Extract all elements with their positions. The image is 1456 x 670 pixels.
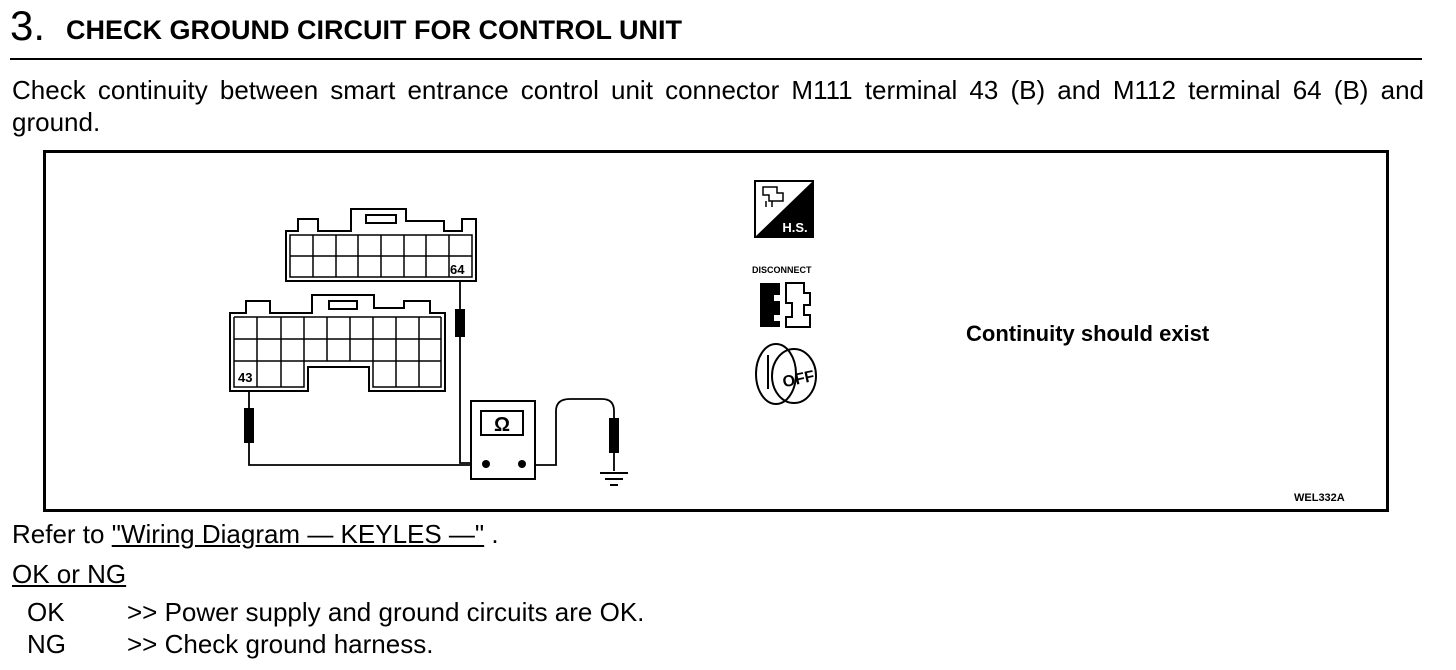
reference-line: Refer to "Wiring Diagram — KEYLES —" . bbox=[12, 518, 499, 550]
terminal-64-label: 64 bbox=[450, 262, 465, 277]
key-off-label: OFF bbox=[781, 368, 816, 391]
probe-terminal-43 bbox=[244, 408, 254, 443]
disconnect-label: DISCONNECT bbox=[752, 265, 812, 275]
harness-side-icon bbox=[754, 180, 814, 238]
reference-prefix: Refer to bbox=[12, 519, 112, 549]
result-ok-text: >> Power supply and ground circuits are … bbox=[127, 597, 645, 627]
connector-m111 bbox=[229, 294, 446, 392]
ground-icon bbox=[600, 472, 628, 486]
ohm-symbol: Ω bbox=[494, 414, 510, 436]
continuity-result-text: Continuity should exist bbox=[966, 321, 1210, 346]
ignition-key-off-icon bbox=[755, 343, 817, 405]
figure-code: WEL332A bbox=[1294, 492, 1345, 504]
ok-ng-heading: OK or NG bbox=[12, 559, 127, 589]
diagram-canvas: 64 43 Ω bbox=[229, 180, 817, 486]
terminal-43-label: 43 bbox=[238, 370, 252, 385]
hs-label: H.S. bbox=[782, 220, 807, 235]
disconnect-connector-icon bbox=[760, 282, 811, 328]
diagram-figure: 64 43 Ω bbox=[43, 150, 1389, 512]
probe-ground bbox=[609, 418, 619, 453]
ohmmeter-icon bbox=[470, 400, 536, 480]
result-ng-code: NG bbox=[27, 629, 66, 659]
instruction-text: Check continuity between smart entrance … bbox=[12, 75, 1424, 137]
wiring-diagram-link[interactable]: "Wiring Diagram — KEYLES —" bbox=[111, 519, 485, 549]
probe-terminal-64 bbox=[455, 309, 465, 337]
step-number: 3. bbox=[10, 2, 46, 49]
title-rule bbox=[10, 58, 1422, 60]
result-ok-code: OK bbox=[27, 597, 65, 627]
step-title: CHECK GROUND CIRCUIT FOR CONTROL UNIT bbox=[66, 15, 682, 45]
result-ng-text: >> Check ground harness. bbox=[127, 629, 434, 659]
connector-m112 bbox=[285, 208, 477, 282]
reference-suffix: . bbox=[484, 519, 499, 549]
